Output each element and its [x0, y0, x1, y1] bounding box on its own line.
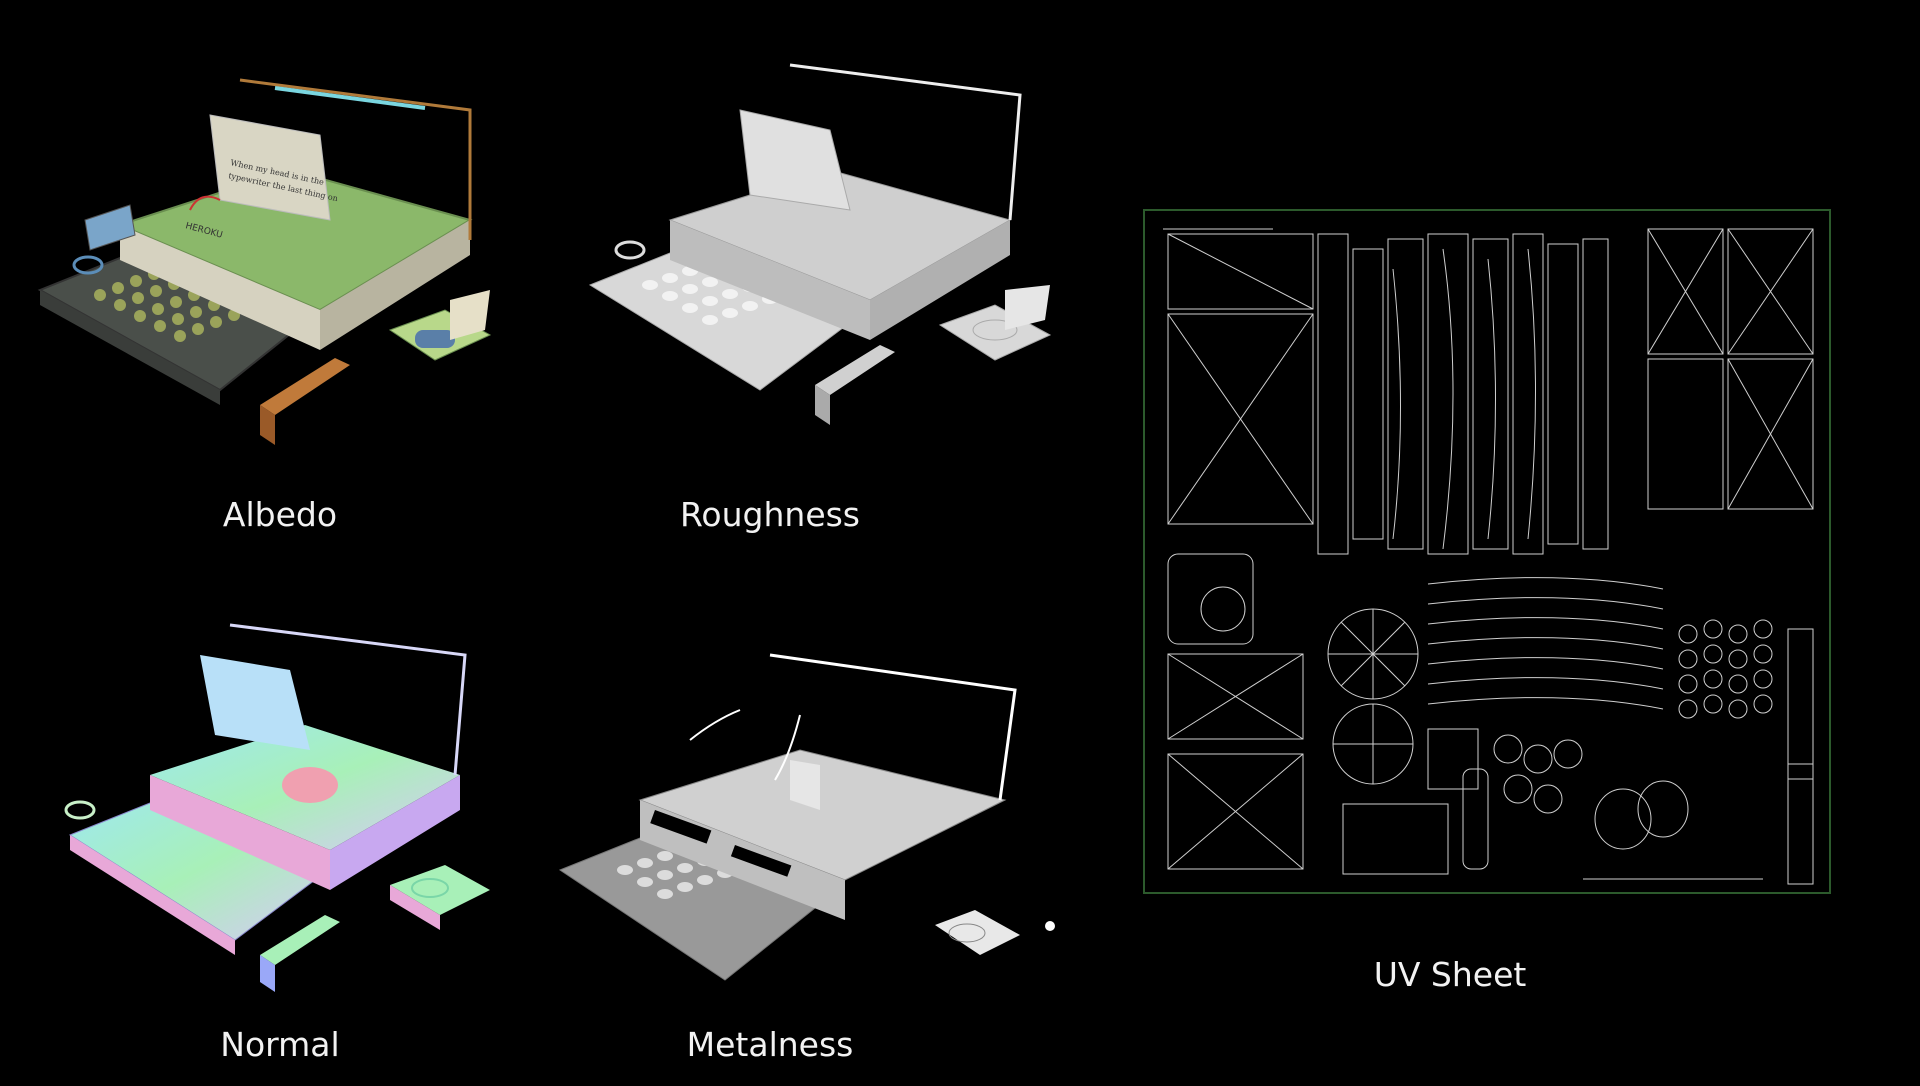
uv-sheet — [1143, 209, 1831, 894]
normal-render — [60, 620, 510, 1000]
label-metalness: Metalness — [686, 1025, 854, 1064]
label-albedo: Albedo — [222, 495, 338, 534]
metalness-render — [555, 650, 1065, 1000]
label-roughness: Roughness — [679, 495, 861, 534]
albedo-render: When my head is in the typewriter the la… — [30, 60, 510, 460]
roughness-render — [580, 60, 1080, 440]
label-uv-sheet: UV Sheet — [1373, 955, 1527, 994]
label-normal: Normal — [220, 1025, 340, 1064]
